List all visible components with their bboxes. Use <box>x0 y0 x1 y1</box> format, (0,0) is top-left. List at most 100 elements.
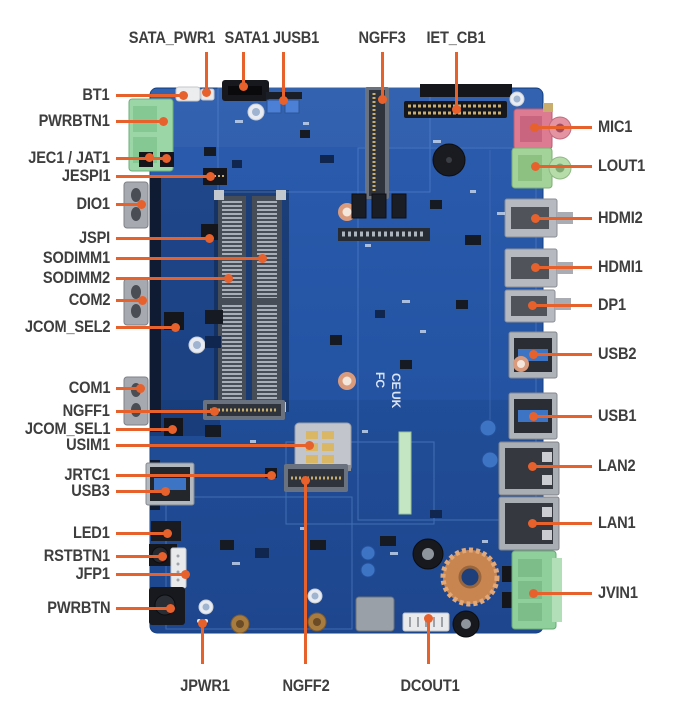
mounting-holes <box>188 91 529 634</box>
callout-rstbtn1-label: RSTBTN1 <box>43 546 110 565</box>
callout-sata-pwr1-line <box>202 52 211 97</box>
callout-dcout1: DCOUT1 <box>396 676 465 696</box>
callout-lout1-label: LOUT1 <box>598 156 646 175</box>
callout-jusb1-line <box>279 52 288 105</box>
callout-jvin1-line <box>529 589 592 598</box>
callout-sodimm2-label: SODIMM2 <box>42 268 110 287</box>
callout-bt1: BT1 <box>78 85 110 105</box>
callout-usb1-label: USB1 <box>598 406 637 425</box>
callout-jec1-jat1-line <box>116 154 171 163</box>
sodimm-slots <box>214 190 286 412</box>
callout-pwrbtn1-label: PWRBTN1 <box>38 111 110 130</box>
callout-usb2-label: USB2 <box>598 344 637 363</box>
callout-com1-line <box>116 384 145 393</box>
certification-marks: FC CE UK <box>373 372 403 409</box>
ukca-mark: UK <box>389 391 403 409</box>
callout-com2: COM2 <box>62 290 110 310</box>
callout-jcom-sel1-label: JCOM_SEL1 <box>24 419 111 438</box>
callout-usb2: USB2 <box>598 344 643 364</box>
callout-hdmi2: HDMI2 <box>598 208 650 228</box>
ngff3-slot <box>365 87 389 199</box>
callout-lan1-line <box>528 519 592 528</box>
usb3-port <box>145 462 195 506</box>
lout1-jack <box>511 147 572 189</box>
callout-usim1-line <box>116 441 314 450</box>
callout-dp1: DP1 <box>598 295 630 315</box>
callout-lan2-label: LAN2 <box>598 456 636 475</box>
callout-sata-pwr1: SATA_PWR1 <box>122 28 223 48</box>
green-label-sticker <box>398 431 412 515</box>
ngff2-slot <box>284 464 348 492</box>
callout-hdmi2-line <box>531 214 592 223</box>
callout-dio1-line <box>116 200 146 209</box>
callout-jrtc1-line <box>116 471 276 480</box>
callout-com1-label: COM1 <box>68 378 110 397</box>
callout-sata1: SATA1 <box>221 28 273 48</box>
callout-ngff2-line <box>301 476 310 664</box>
callout-lan1: LAN1 <box>598 513 642 533</box>
callout-com2-line <box>116 296 147 305</box>
callout-usb1: USB1 <box>598 406 643 426</box>
callout-mic1-label: MIC1 <box>598 117 633 136</box>
callout-sodimm1-label: SODIMM1 <box>42 248 110 267</box>
callout-jcom-sel1: JCOM_SEL1 <box>11 419 111 439</box>
callout-usb1-line <box>529 412 592 421</box>
power-inductor-shielded <box>355 596 395 632</box>
callout-mic1: MIC1 <box>598 117 638 137</box>
callout-usim1-label: USIM1 <box>66 435 110 454</box>
callout-led1: LED1 <box>67 523 110 543</box>
callout-jrtc1-label: JRTC1 <box>64 465 111 484</box>
callout-jcom-sel2-line <box>116 323 180 332</box>
callout-pwrbtn-label: PWRBTN <box>46 598 110 617</box>
callout-ngff2: NGFF2 <box>279 676 334 696</box>
callout-hdmi1-label: HDMI1 <box>598 257 643 276</box>
callout-hdmi1-line <box>531 263 592 272</box>
callout-dio1: DIO1 <box>71 194 111 214</box>
callout-sodimm2: SODIMM2 <box>32 268 110 288</box>
callout-led1-label: LED1 <box>73 523 110 542</box>
callout-iet-cb1-label: IET_CB1 <box>426 28 486 47</box>
callout-lan1-label: LAN1 <box>598 513 636 532</box>
callout-jec1-jat1: JEC1 / JAT1 <box>15 148 110 168</box>
callout-pwrbtn-line <box>116 604 175 613</box>
callout-pwrbtn1-line <box>116 117 168 126</box>
callout-ngff3: NGFF3 <box>355 28 410 48</box>
callout-jpwr1-line <box>198 619 207 664</box>
callout-jusb1-label: JUSB1 <box>272 28 320 47</box>
callout-dcout1-line <box>424 614 433 664</box>
callout-pwrbtn: PWRBTN <box>37 598 110 618</box>
callout-bt1-line <box>116 91 188 100</box>
callout-jespi1-line <box>116 172 215 181</box>
electrolytic-capacitors <box>360 419 499 638</box>
jfp1-header <box>170 547 187 589</box>
callout-dp1-line <box>528 301 592 310</box>
callout-com1: COM1 <box>62 378 110 398</box>
callout-usb3-label: USB3 <box>71 481 110 500</box>
callout-pwrbtn1: PWRBTN1 <box>27 111 110 131</box>
callout-ngff3-line <box>378 52 387 104</box>
callout-jcom-sel1-line <box>116 425 177 434</box>
callout-led1-line <box>116 529 172 538</box>
callout-dp1-label: DP1 <box>598 295 626 314</box>
ce-mark: CE <box>389 373 403 390</box>
callout-usb3: USB3 <box>65 481 110 501</box>
callout-ngff1: NGFF1 <box>55 401 110 421</box>
callout-lout1: LOUT1 <box>598 156 653 176</box>
callout-jcom-sel2: JCOM_SEL2 <box>11 317 111 337</box>
callout-sodimm2-line <box>116 274 233 283</box>
callout-jfp1: JFP1 <box>70 564 110 584</box>
callout-iet-cb1-line <box>452 52 461 114</box>
callout-hdmi2-label: HDMI2 <box>598 208 643 227</box>
callout-dio1-label: DIO1 <box>76 194 111 213</box>
callout-jrtc1: JRTC1 <box>57 465 111 485</box>
callout-jpwr1-label: JPWR1 <box>180 676 230 695</box>
callout-ngff1-line <box>116 407 219 416</box>
callout-jspi-line <box>116 234 214 243</box>
callout-usim1: USIM1 <box>59 435 110 455</box>
callout-jcom-sel2-label: JCOM_SEL2 <box>24 317 111 336</box>
callout-rstbtn1: RSTBTN1 <box>33 546 110 566</box>
callout-jusb1: JUSB1 <box>269 28 323 48</box>
callout-sodimm1: SODIMM1 <box>32 248 110 268</box>
